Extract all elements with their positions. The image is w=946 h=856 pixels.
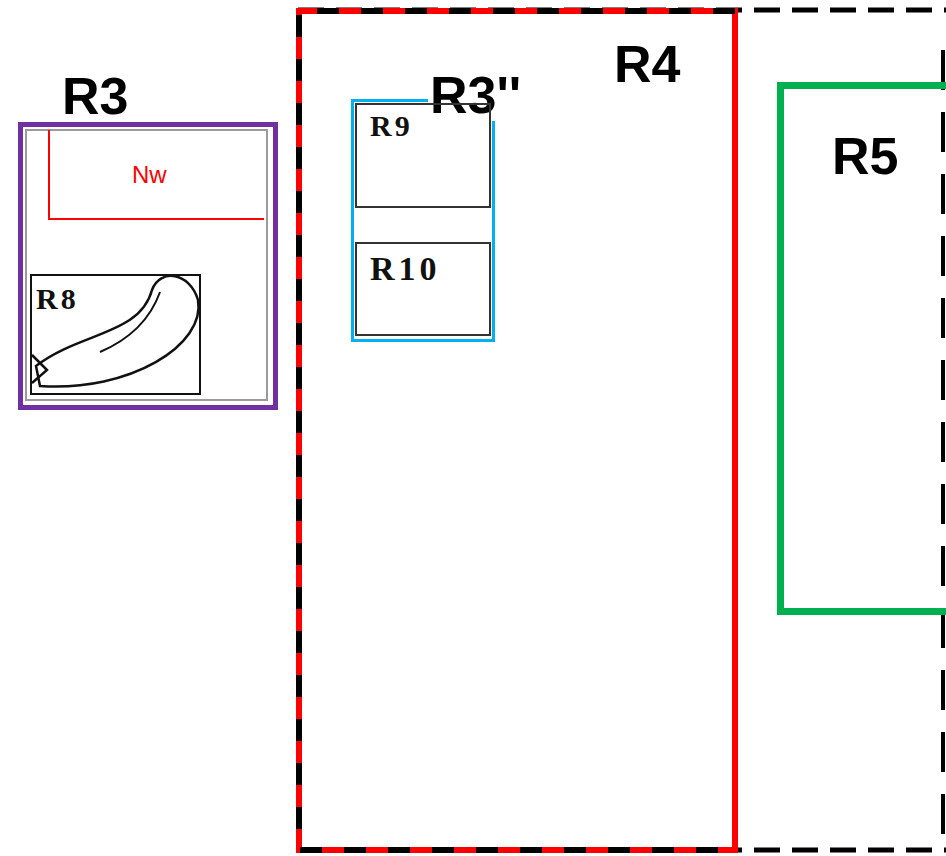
outline-red: [299, 11, 735, 850]
region-label: R3: [62, 70, 128, 122]
kidney-figure: [36, 276, 199, 387]
dashed-region: R4R3'' R9R10: [296, 8, 738, 853]
region-label: R9: [370, 111, 413, 141]
part-box: R9: [355, 103, 491, 208]
region-box: R5: [777, 82, 946, 615]
region-label: R8: [36, 284, 79, 314]
region-box: R3NwR8: [18, 122, 278, 410]
region-label: R4: [614, 38, 680, 90]
region-label: R5: [832, 130, 898, 182]
region-label: R10: [370, 252, 441, 286]
inner-frame: [26, 130, 267, 400]
kidney-tip: [32, 355, 47, 383]
region-label: R3'': [428, 69, 523, 121]
region-zone: Nw: [48, 130, 264, 220]
dashed-region-border: [298, 10, 946, 850]
part-box: R10: [355, 242, 491, 336]
dashed-region-edge: [941, 50, 945, 856]
organ-box: R8: [30, 274, 201, 395]
dashed-outline: [296, 8, 738, 853]
kidney-figure-line: [100, 292, 160, 352]
group-box: R3''R9R10: [351, 99, 495, 342]
outline-dash: [299, 11, 735, 850]
zone-label: Nw: [132, 163, 167, 187]
